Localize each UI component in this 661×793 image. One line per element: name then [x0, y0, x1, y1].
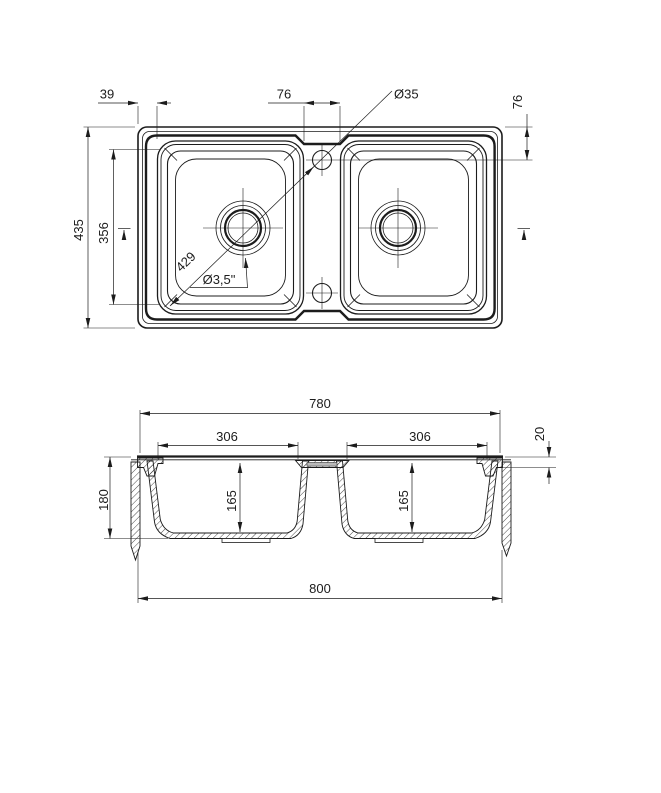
centerline-tick-left [118, 228, 131, 240]
dim-165-left-label: 165 [224, 490, 239, 512]
rim-section-right [476, 457, 503, 477]
dim-306-right-label: 306 [409, 429, 431, 444]
dim-800-label: 800 [309, 581, 331, 596]
dim-76-top-label: 76 [277, 87, 291, 102]
dim-165-left: 165 [224, 463, 243, 532]
dim-20-label: 20 [532, 427, 547, 441]
dim-435: 435 [71, 126, 135, 329]
dim-306-left-label: 306 [216, 429, 238, 444]
dim-356-label: 356 [96, 222, 111, 244]
inner-boundary [144, 134, 496, 321]
dim-306-right: 306 [346, 429, 488, 459]
dim-76-top: 76 [268, 87, 341, 141]
dim-drain-size: Ø3,5" [190, 257, 249, 288]
dim-780: 780 [139, 396, 501, 453]
left-drain [203, 188, 283, 268]
dim-39: 39 [98, 87, 171, 139]
faucet-hole-top [306, 144, 338, 176]
dim-165-right: 165 [396, 463, 415, 532]
divider-slot [306, 462, 338, 467]
countertop-right-cut [501, 461, 512, 558]
right-drain [358, 188, 438, 268]
dim-165-right-label: 165 [396, 490, 411, 512]
outer-rim [137, 126, 503, 329]
right-bowl [339, 140, 488, 315]
countertop-left-cut [130, 461, 141, 562]
right-bowl-section [336, 460, 499, 539]
rim-edge-line [142, 131, 498, 324]
dim-800: 800 [137, 550, 503, 603]
sink-outline [137, 126, 503, 329]
dim-429: 429 [173, 249, 199, 275]
dim-76-right-label: 76 [510, 95, 525, 109]
dim-180: 180 [96, 456, 168, 539]
dim-20: 20 [497, 427, 556, 484]
dim-780-label: 780 [309, 396, 331, 411]
dim-76-right: 76 [338, 95, 533, 161]
right-drain-boss [374, 538, 424, 543]
left-drain-boss [221, 538, 271, 543]
top-view: 39 76 Ø35 429 Ø3,5" [71, 87, 533, 329]
dim-429-label: 429 [173, 249, 199, 275]
dim-180-label: 180 [96, 489, 111, 511]
dim-drain-size-label: Ø3,5" [203, 272, 236, 287]
dim-306-left: 306 [157, 429, 299, 459]
dim-39-label: 39 [100, 87, 114, 102]
dim-435-label: 435 [71, 219, 86, 241]
dim-dia35-label: Ø35 [394, 87, 419, 102]
faucet-hole-bottom [306, 277, 338, 309]
left-bowl [156, 140, 305, 315]
section-view: 780 306 306 165 165 [96, 396, 556, 603]
centerline-tick-right [517, 228, 530, 240]
dim-356: 356 [96, 149, 160, 305]
dim-dia35: Ø35 [169, 87, 419, 307]
